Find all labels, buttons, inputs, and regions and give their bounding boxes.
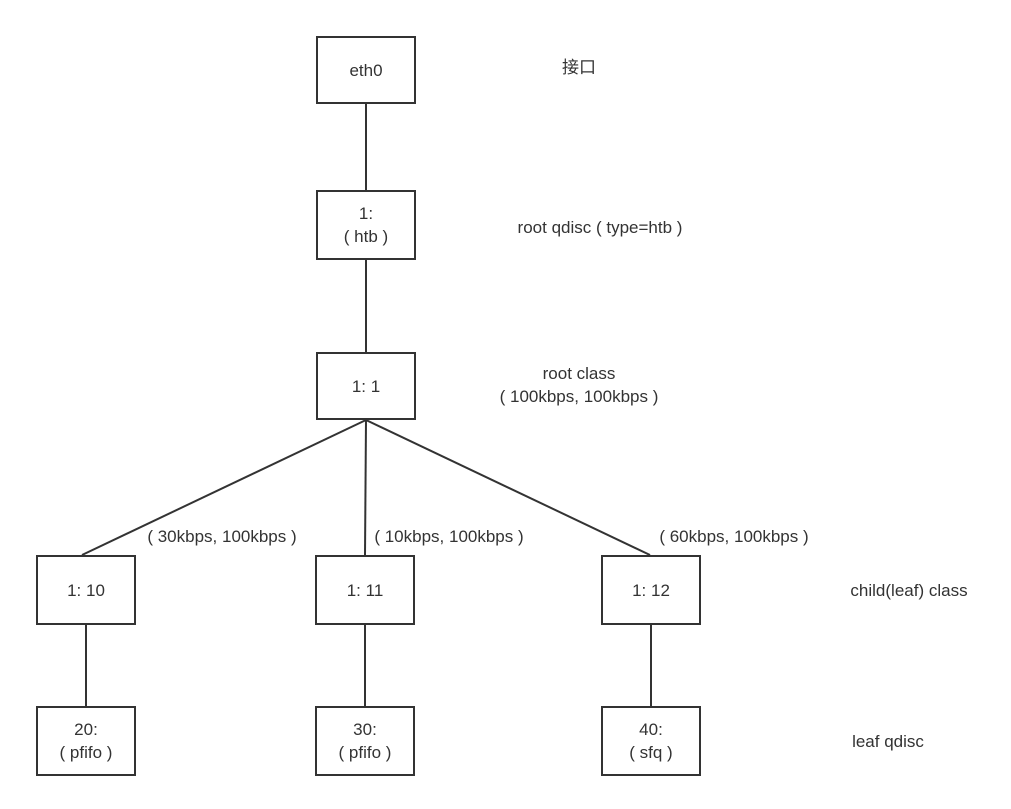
node-root-class: 1: 1 [316,352,416,420]
node-interface-eth0: eth0 [316,36,416,104]
node-label-line2: ( pfifo ) [59,743,113,762]
node-label: 1: 11 [346,580,384,600]
annotation-root-class-line2: ( 100kbps, 100kbps ) [499,387,659,406]
node-label-line1: 1: [358,204,374,223]
node-child-class-11: 1: 11 [315,555,415,625]
annotation-root-class-line1: root class [542,364,616,383]
node-label-line1: 20: [74,720,98,739]
node-leaf-qdisc-30: 30: ( pfifo ) [315,706,415,776]
node-child-class-10: 1: 10 [36,555,136,625]
node-label: 1: 1 [351,376,381,396]
annotation-root-class: root class ( 100kbps, 100kbps ) [429,362,729,408]
edge-root-class-to-child-12 [365,419,651,556]
node-label-line2: ( sfq ) [629,743,673,762]
node-leaf-qdisc-40: 40: ( sfq ) [601,706,701,776]
edge-label-child-11-rate: ( 10kbps, 100kbps ) [374,527,524,546]
edge-label-child-10-rate: ( 30kbps, 100kbps ) [147,527,297,546]
node-label: eth0 [349,60,383,80]
node-label-line2: ( htb ) [343,227,389,246]
annotation-interface: 接口 [562,58,596,77]
node-label-line1: 30: [353,720,377,739]
node-root-qdisc: 1: ( htb ) [316,190,416,260]
node-label-line1: 40: [639,720,663,739]
node-leaf-qdisc-20: 20: ( pfifo ) [36,706,136,776]
annotation-root-qdisc: root qdisc ( type=htb ) [517,218,683,237]
annotation-child-class: child(leaf) class [850,581,968,600]
node-label: 1: 10 [67,580,105,600]
edge-label-child-12-rate: ( 60kbps, 100kbps ) [659,527,809,546]
node-label-line2: ( pfifo ) [338,743,392,762]
node-label: 1: 12 [632,580,670,600]
edge-root-class-to-child-11 [364,419,367,556]
annotation-leaf-qdisc: leaf qdisc [852,732,924,751]
edge-root-class-to-child-10 [81,419,367,556]
node-child-class-12: 1: 12 [601,555,701,625]
